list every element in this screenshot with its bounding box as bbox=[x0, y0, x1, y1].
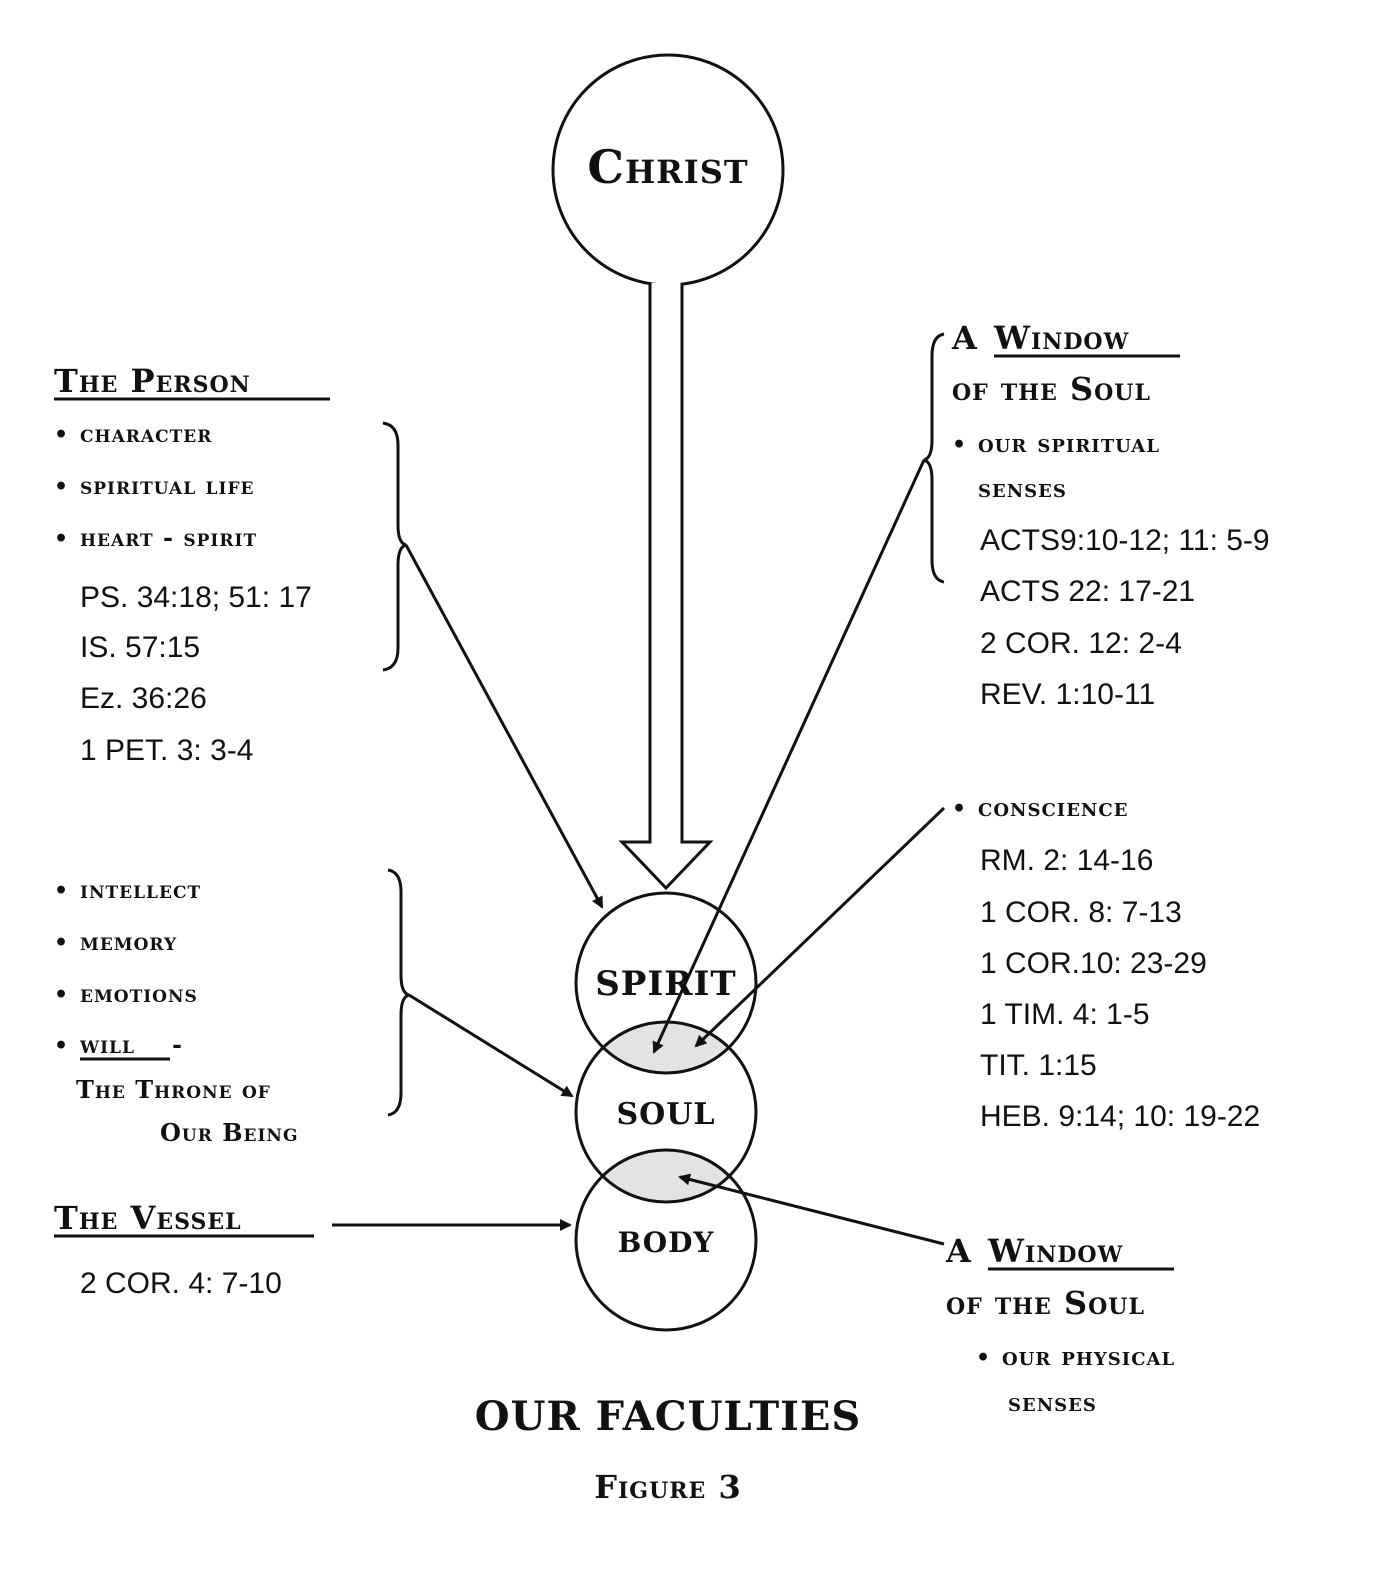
physical-senses-to-overlap-arrow bbox=[678, 1173, 945, 1246]
person-references: PS. 34:18; 51: 17 IS. 57:15 Ez. 36:26 1 … bbox=[80, 581, 312, 767]
soul-item-emotions: emotions bbox=[80, 979, 198, 1008]
caption-figure: Figure 3 bbox=[594, 1468, 741, 1506]
soul-item-will: will bbox=[79, 1030, 135, 1059]
person-ref: 1 PET. 3: 3-4 bbox=[80, 734, 253, 767]
conscience-ref: 1 COR.10: 23-29 bbox=[980, 947, 1207, 980]
spiritual-senses-to-overlap-arrow bbox=[652, 459, 926, 1054]
vessel-ref: 2 COR. 4: 7-10 bbox=[80, 1267, 282, 1300]
bullet: • bbox=[952, 432, 967, 458]
person-heading: The Person bbox=[54, 362, 251, 400]
person-item-heart-spirit: heart - spirit bbox=[80, 523, 257, 552]
bullet: • bbox=[952, 796, 967, 822]
bullet: • bbox=[54, 878, 69, 904]
window1-brace bbox=[923, 332, 945, 584]
window2-a: A bbox=[945, 1232, 972, 1270]
physical-senses-1: our physical bbox=[1002, 1342, 1175, 1372]
bullet: • bbox=[976, 1345, 991, 1371]
person-ref: Ez. 36:26 bbox=[80, 682, 207, 715]
bullet: • bbox=[54, 474, 69, 500]
soul-item-intellect: intellect bbox=[80, 875, 201, 904]
window1-a: A bbox=[951, 319, 978, 357]
conscience-ref: HEB. 9:14; 10: 19-22 bbox=[980, 1100, 1260, 1133]
bullet: • bbox=[54, 422, 69, 448]
body-circle bbox=[574, 1148, 758, 1332]
window2-heading: Window bbox=[987, 1232, 1123, 1270]
person-ref: IS. 57:15 bbox=[80, 631, 200, 664]
person-items: • character • spiritual life • heart - s… bbox=[54, 419, 257, 552]
soul-item-memory: memory bbox=[80, 927, 177, 956]
throne-line-1: The Throne of bbox=[76, 1075, 271, 1104]
bullet: • bbox=[54, 526, 69, 552]
soul-items: • intellect • memory • emotions • will -… bbox=[54, 875, 298, 1147]
person-brace bbox=[382, 421, 407, 672]
body-label: BODY bbox=[618, 1226, 715, 1259]
vessel-heading: The Vessel bbox=[54, 1199, 242, 1237]
person-item-spiritual-life: spiritual life bbox=[80, 471, 254, 500]
christ-to-spirit-arrow bbox=[618, 283, 714, 891]
spirit-label: SPIRIT bbox=[595, 964, 737, 1004]
spiritual-ref: REV. 1:10-11 bbox=[980, 678, 1155, 711]
conscience-ref: RM. 2: 14-16 bbox=[980, 844, 1153, 877]
soul-label: SOUL bbox=[616, 1097, 715, 1132]
conscience-label: conscience bbox=[978, 793, 1128, 823]
bullet: • bbox=[54, 1033, 69, 1059]
spiritual-ref: ACTS 22: 17-21 bbox=[980, 575, 1195, 608]
christ-label: Christ bbox=[587, 140, 748, 194]
person-item-character: character bbox=[80, 419, 212, 448]
physical-senses-2: senses bbox=[1008, 1388, 1097, 1418]
conscience-ref: TIT. 1:15 bbox=[980, 1049, 1097, 1082]
spiritual-senses-2: senses bbox=[978, 474, 1067, 504]
caption-title: OUR FACULTIES bbox=[475, 1393, 861, 1440]
person-to-spirit-arrow bbox=[404, 544, 604, 909]
bullet: • bbox=[54, 982, 69, 1008]
soul-circle bbox=[574, 1020, 758, 1204]
conscience-references: RM. 2: 14-16 1 COR. 8: 7-13 1 COR.10: 23… bbox=[980, 844, 1260, 1133]
spiritual-ref: 2 COR. 12: 2-4 bbox=[980, 627, 1182, 660]
window1-line2: of the Soul bbox=[952, 370, 1151, 408]
soul-faculties-to-soul-arrow bbox=[408, 993, 574, 1098]
person-ref: PS. 34:18; 51: 17 bbox=[80, 581, 312, 614]
conscience-ref: 1 COR. 8: 7-13 bbox=[980, 896, 1182, 929]
spiritual-references: ACTS9:10-12; 11: 5-9 ACTS 22: 17-21 2 CO… bbox=[980, 524, 1270, 711]
window2-line2: of the Soul bbox=[946, 1284, 1145, 1322]
soul-brace bbox=[387, 868, 410, 1117]
spiritual-ref: ACTS9:10-12; 11: 5-9 bbox=[980, 524, 1270, 557]
conscience-to-overlap-arrow bbox=[694, 806, 946, 1048]
spiritual-senses-1: our spiritual bbox=[978, 429, 1160, 459]
window1-heading: Window bbox=[993, 319, 1129, 357]
spirit-circle bbox=[574, 891, 758, 1075]
conscience-ref: 1 TIM. 4: 1-5 bbox=[980, 998, 1150, 1031]
will-dash: - bbox=[172, 1030, 183, 1059]
bullet: • bbox=[54, 930, 69, 956]
throne-line-2: Our Being bbox=[160, 1118, 298, 1147]
